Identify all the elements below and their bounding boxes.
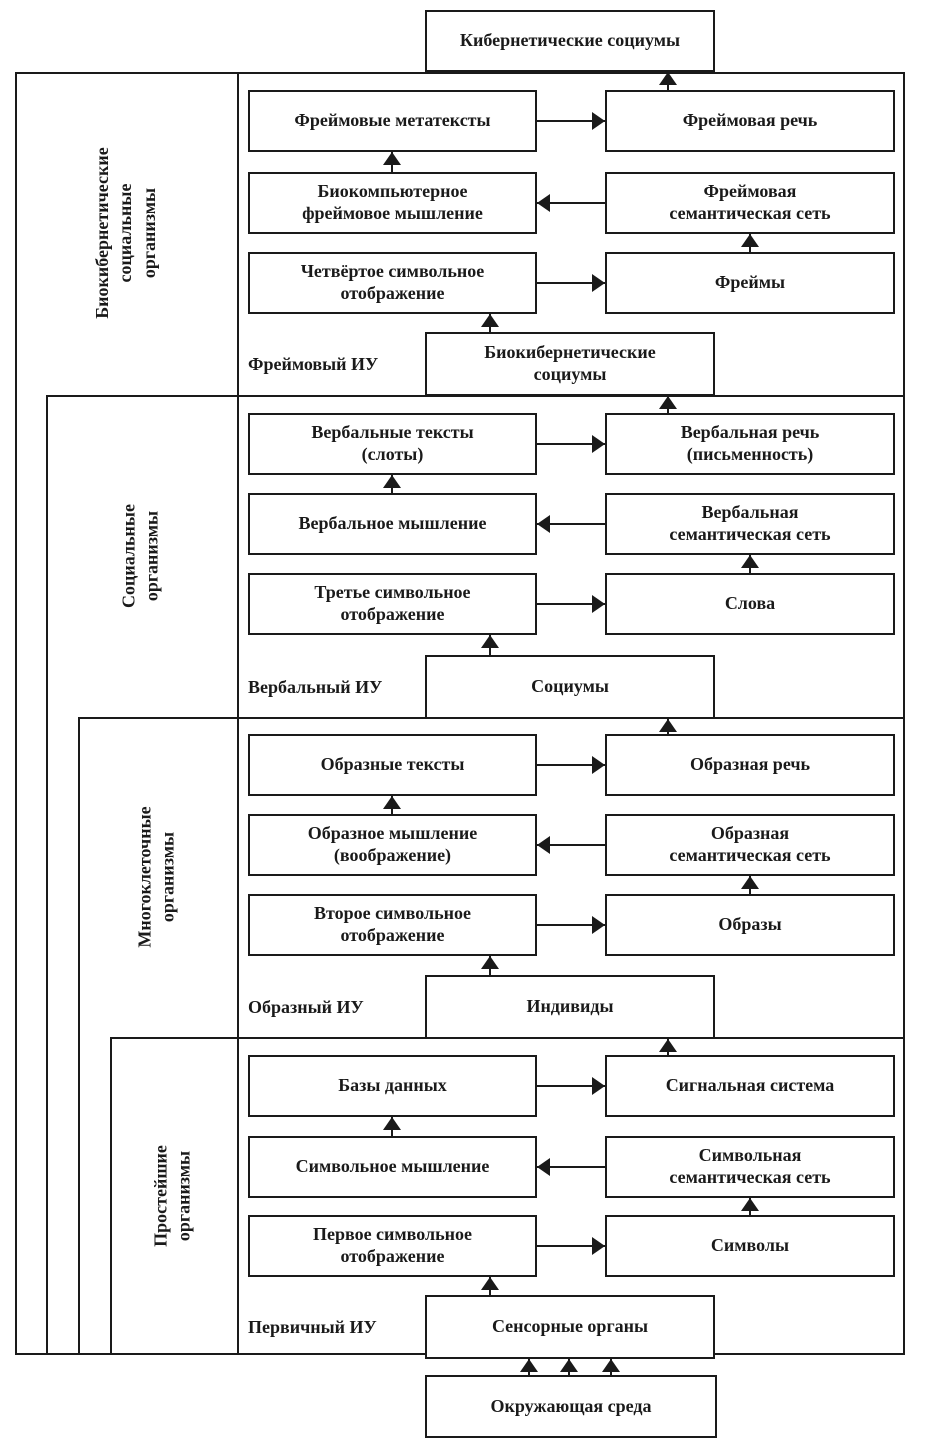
arrow-left-icon [537, 1166, 605, 1168]
arrow-right-icon [537, 603, 605, 605]
box-first-symbol-mapping: Первое символьное отображение [248, 1215, 537, 1277]
arrow-up-icon [749, 1198, 751, 1215]
box-second-symbol-mapping: Второе символьное отображение [248, 894, 537, 956]
box-biocomputer-frame-thinking: Биокомпьютерное фреймовое мышление [248, 172, 537, 234]
box-signal-system: Сигнальная система [605, 1055, 895, 1117]
box-image-thinking: Образное мышление (воображение) [248, 814, 537, 876]
arrow-up-icon [667, 1039, 669, 1055]
arrow-up-icon [667, 72, 669, 90]
arrow-up-icon [489, 1277, 491, 1295]
box-symbol-semantic-network: Символьная семантическая сеть [605, 1136, 895, 1198]
box-image-semantic-network: Образная семантическая сеть [605, 814, 895, 876]
box-third-symbol-mapping: Третье символьное отображение [248, 573, 537, 635]
arrow-up-icon [749, 234, 751, 252]
box-image-speech: Образная речь [605, 734, 895, 796]
label-image-iu: Образный ИУ [248, 996, 364, 1017]
side-label-biocybernetic: Биокибернетические социальные организмы [91, 147, 159, 319]
side-label-protozoa: Простейшие организмы [150, 1145, 194, 1247]
side-label-social: Социальные организмы [118, 504, 162, 608]
arrow-up-icon [391, 475, 393, 493]
arrow-right-icon [537, 764, 605, 766]
arrow-up-icon [391, 1117, 393, 1136]
cybernetic-societies-box: Кибернетические социумы [425, 10, 715, 72]
arrow-up-icon [568, 1359, 570, 1375]
label-divider-line [237, 72, 239, 1355]
arrow-left-icon [537, 844, 605, 846]
environment-box: Окружающая среда [425, 1375, 717, 1438]
arrow-up-icon [667, 396, 669, 413]
box-individuals: Индивиды [425, 975, 715, 1039]
box-biocybernetic-societies: Биокибернетические социумы [425, 332, 715, 396]
arrow-up-icon [489, 635, 491, 655]
box-societies: Социумы [425, 655, 715, 719]
arrow-up-icon [528, 1359, 530, 1375]
box-symbols: Символы [605, 1215, 895, 1277]
arrow-left-icon [537, 202, 605, 204]
box-images: Образы [605, 894, 895, 956]
arrow-up-icon [610, 1359, 612, 1375]
arrow-up-icon [391, 796, 393, 814]
box-verbal-speech: Вербальная речь (письменность) [605, 413, 895, 475]
arrow-up-icon [391, 152, 393, 172]
arrow-right-icon [537, 282, 605, 284]
box-frames: Фреймы [605, 252, 895, 314]
box-databases: Базы данных [248, 1055, 537, 1117]
arrow-up-icon [749, 555, 751, 573]
label-verbal-iu: Вербальный ИУ [248, 676, 383, 697]
box-image-texts: Образные тексты [248, 734, 537, 796]
arrow-right-icon [537, 1085, 605, 1087]
arrow-up-icon [749, 876, 751, 894]
arrow-right-icon [537, 1245, 605, 1247]
arrow-up-icon [489, 314, 491, 332]
side-label-multicellular: Многоклеточные организмы [134, 806, 178, 948]
box-verbal-texts: Вербальные тексты (слоты) [248, 413, 537, 475]
arrow-left-icon [537, 523, 605, 525]
box-frame-metatexts: Фреймовые метатексты [248, 90, 537, 152]
arrow-right-icon [537, 924, 605, 926]
label-frame-iu: Фреймовый ИУ [248, 353, 379, 374]
box-symbol-thinking: Символьное мышление [248, 1136, 537, 1198]
box-fourth-symbol-mapping: Четвёртое символьное отображение [248, 252, 537, 314]
box-verbal-semantic-network: Вербальная семантическая сеть [605, 493, 895, 555]
arrow-up-icon [489, 956, 491, 975]
arrow-up-icon [667, 719, 669, 734]
box-frame-speech: Фреймовая речь [605, 90, 895, 152]
arrow-right-icon [537, 443, 605, 445]
arrow-right-icon [537, 120, 605, 122]
label-primary-iu: Первичный ИУ [248, 1316, 377, 1337]
box-verbal-thinking: Вербальное мышление [248, 493, 537, 555]
box-frame-semantic-network: Фреймовая семантическая сеть [605, 172, 895, 234]
box-sensory-organs: Сенсорные органы [425, 1295, 715, 1359]
box-words: Слова [605, 573, 895, 635]
